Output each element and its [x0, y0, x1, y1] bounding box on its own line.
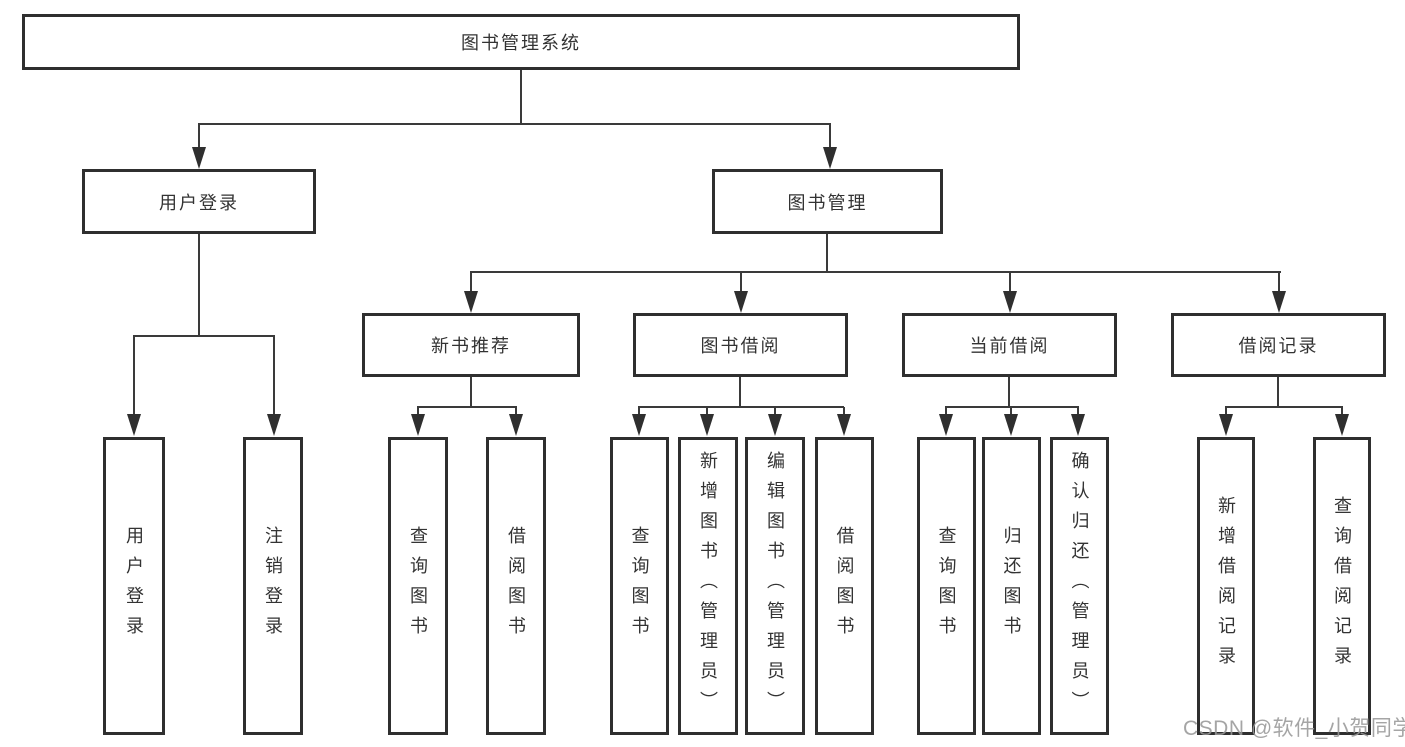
connector-vline — [198, 234, 200, 336]
connector-vline — [133, 336, 135, 418]
connector-hline — [945, 406, 1079, 408]
connector-hline — [133, 335, 275, 337]
leaf-label: 用户登录 — [124, 526, 144, 646]
connector-vline — [470, 272, 472, 296]
arrow-down-icon — [1272, 291, 1286, 313]
node-label: 图书管理系统 — [461, 33, 581, 53]
arrow-down-icon — [192, 147, 206, 169]
connector-hline — [198, 123, 831, 125]
connector-vline — [273, 336, 275, 418]
arrow-down-icon — [1003, 291, 1017, 313]
connector-vline — [470, 377, 472, 407]
node-borrow-records: 借阅记录 — [1171, 313, 1386, 377]
leaf-label: 查询图书 — [629, 526, 650, 646]
connector-vline — [740, 272, 742, 296]
connector-vline — [1278, 272, 1280, 296]
leaf-logout: 注销登录 — [243, 437, 303, 735]
connector-vline — [829, 124, 831, 152]
leaf-label: 新增借阅记录 — [1216, 496, 1236, 676]
connector-vline — [843, 407, 845, 419]
leaf-query-books-recommend: 查询图书 — [388, 437, 448, 735]
connector-vline — [739, 377, 741, 407]
connector-vline — [1277, 377, 1279, 407]
connector-vline — [774, 407, 776, 419]
leaf-label: 借阅图书 — [834, 526, 855, 646]
arrow-down-icon — [632, 414, 646, 436]
leaf-edit-books-admin: 编辑图书（管理员） — [745, 437, 805, 735]
connector-vline — [1225, 407, 1227, 419]
leaf-query-books-current: 查询图书 — [917, 437, 976, 735]
arrow-down-icon — [734, 291, 748, 313]
arrow-down-icon — [267, 414, 281, 436]
connector-hline — [638, 406, 844, 408]
node-book-management: 图书管理 — [712, 169, 943, 234]
leaf-return-books: 归还图书 — [982, 437, 1041, 735]
connector-vline — [1077, 407, 1079, 419]
node-current-borrow: 当前借阅 — [902, 313, 1117, 377]
leaf-query-borrow-record: 查询借阅记录 — [1313, 437, 1371, 735]
arrow-down-icon — [411, 414, 425, 436]
arrow-down-icon — [700, 414, 714, 436]
node-label: 图书管理 — [787, 192, 868, 213]
leaf-borrow-books-recommend: 借阅图书 — [486, 437, 546, 735]
arrow-down-icon — [1335, 414, 1349, 436]
connector-vline — [520, 70, 522, 124]
connector-vline — [515, 407, 517, 419]
node-label: 用户登录 — [159, 192, 239, 213]
arrow-down-icon — [837, 414, 851, 436]
arrow-down-icon — [768, 414, 782, 436]
leaf-label: 确认归还（管理员） — [1069, 451, 1090, 721]
arrow-down-icon — [1219, 414, 1233, 436]
node-library-management-system: 图书管理系统 — [22, 14, 1020, 70]
leaf-user-login: 用户登录 — [103, 437, 165, 735]
leaf-label: 新增图书（管理员） — [698, 451, 718, 721]
connector-vline — [1008, 377, 1010, 407]
arrow-down-icon — [509, 414, 523, 436]
arrow-down-icon — [1004, 414, 1018, 436]
csdn-watermark: CSDN @软件_小贺同学 — [1183, 717, 1405, 740]
leaf-add-books-admin: 新增图书（管理员） — [678, 437, 738, 735]
node-label: 借阅记录 — [1238, 336, 1319, 356]
node-label: 图书借阅 — [700, 336, 781, 356]
connector-hline — [417, 406, 517, 408]
arrow-down-icon — [127, 414, 141, 436]
connector-hline — [470, 271, 1281, 273]
leaf-label: 查询图书 — [936, 526, 957, 646]
connector-vline — [826, 234, 828, 272]
arrow-down-icon — [823, 147, 837, 169]
arrow-down-icon — [939, 414, 953, 436]
connector-vline — [1341, 407, 1343, 419]
connector-hline — [1225, 406, 1343, 408]
leaf-label: 归还图书 — [1001, 526, 1022, 646]
leaf-borrow-books: 借阅图书 — [815, 437, 874, 735]
node-label: 新书推荐 — [431, 336, 511, 356]
connector-vline — [638, 407, 640, 419]
connector-vline — [1009, 272, 1011, 296]
node-user-login: 用户登录 — [82, 169, 316, 234]
connector-vline — [1010, 407, 1012, 419]
arrow-down-icon — [464, 291, 478, 313]
connector-vline — [945, 407, 947, 419]
leaf-label: 编辑图书（管理员） — [765, 451, 785, 721]
connector-vline — [706, 407, 708, 419]
leaf-query-books-borrow: 查询图书 — [610, 437, 669, 735]
connector-vline — [417, 407, 419, 419]
node-label: 当前借阅 — [969, 336, 1050, 356]
leaf-label: 注销登录 — [263, 526, 283, 646]
connector-vline — [198, 124, 200, 152]
leaf-label: 查询图书 — [408, 526, 428, 646]
arrow-down-icon — [1071, 414, 1085, 436]
leaf-label: 借阅图书 — [506, 526, 526, 646]
node-new-book-recommend: 新书推荐 — [362, 313, 580, 377]
leaf-confirm-return-admin: 确认归还（管理员） — [1050, 437, 1109, 735]
leaf-label: 查询借阅记录 — [1332, 496, 1352, 676]
node-book-borrow: 图书借阅 — [633, 313, 848, 377]
leaf-add-borrow-record: 新增借阅记录 — [1197, 437, 1255, 735]
